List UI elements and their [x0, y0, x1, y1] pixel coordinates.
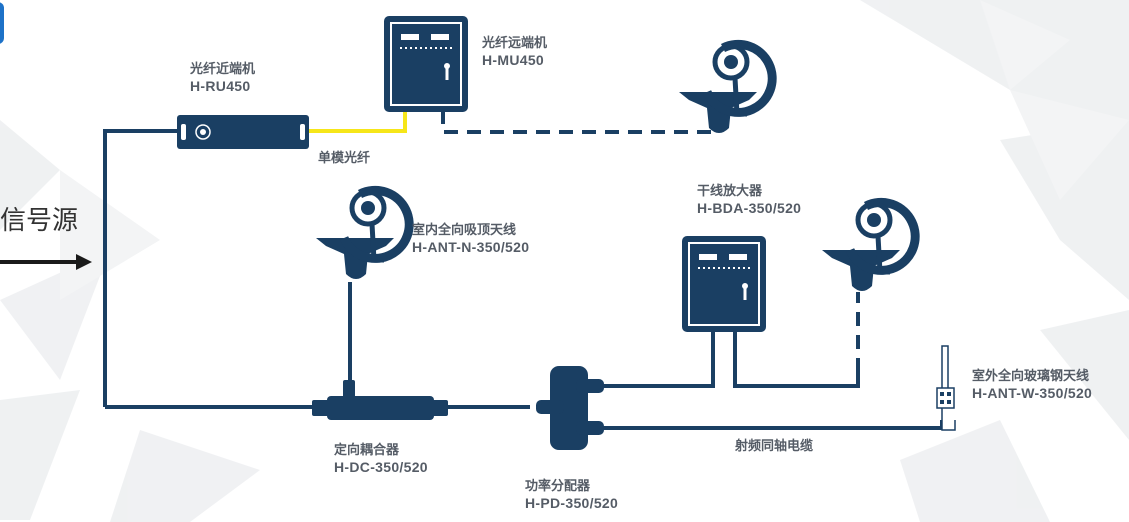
coax-cables [103, 129, 944, 430]
pd-device [536, 366, 604, 450]
cable-bda-to-ant-bda [733, 330, 860, 388]
ant-bda-icon [822, 202, 915, 291]
fiber-cable [308, 110, 407, 133]
cable-pd-to-bda [598, 330, 715, 388]
ant-mu-icon [679, 44, 772, 133]
fiber-label: 单模光纤 [318, 151, 371, 166]
dc-device [312, 380, 448, 420]
corner-tab [0, 2, 4, 44]
signal-arrow [0, 254, 92, 270]
bda-device [682, 236, 766, 332]
coax-label: 射频同轴电缆 [735, 439, 814, 454]
cable-mu-to-ant-mu [441, 110, 714, 134]
mu-device [384, 16, 468, 112]
ru-device [177, 115, 309, 149]
cable-pd-to-ant-w [598, 420, 944, 430]
ant-w-icon [936, 345, 956, 431]
signal-source-label: 信号源 [0, 206, 79, 236]
cable-source-to-ru [103, 129, 178, 407]
ant-n-icon [316, 190, 409, 279]
